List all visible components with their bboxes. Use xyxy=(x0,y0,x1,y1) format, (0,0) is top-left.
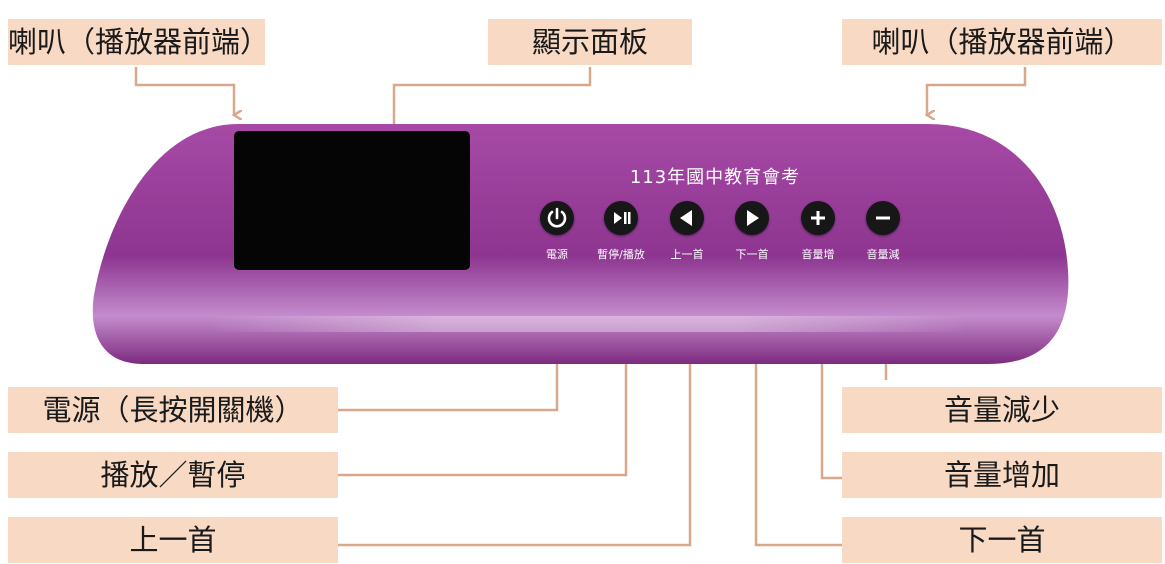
device-brand-text: 113年國中教育會考 xyxy=(629,167,801,188)
previous-icon xyxy=(680,210,692,226)
volume-down-label: 音量減少 xyxy=(842,387,1162,433)
volume-up-button-caption: 音量增 xyxy=(801,248,835,261)
volume-up-button[interactable] xyxy=(801,201,835,235)
play-pause-icon xyxy=(614,212,631,224)
power-icon xyxy=(547,207,567,228)
speaker-right-label: 喇叭（播放器前端） xyxy=(842,19,1162,65)
plus-icon xyxy=(811,211,825,225)
power-label: 電源（長按開關機） xyxy=(8,387,338,433)
play-pause-button[interactable] xyxy=(604,201,638,235)
minus-icon xyxy=(876,216,890,220)
power-button-caption: 電源 xyxy=(546,248,568,261)
next-connector xyxy=(756,278,842,547)
play-pause-button-caption: 暫停/播放 xyxy=(597,248,645,261)
speaker-right-connector xyxy=(927,67,1027,115)
display-label: 顯示面板 xyxy=(488,19,692,65)
next-button-caption: 下一首 xyxy=(735,248,769,261)
power-button[interactable] xyxy=(540,201,574,235)
speaker-left-connector xyxy=(134,67,234,115)
next-label: 下一首 xyxy=(842,517,1162,563)
previous-label: 上一首 xyxy=(8,517,338,563)
volume-up-label: 音量增加 xyxy=(842,452,1162,498)
next-icon xyxy=(747,210,759,226)
volume-down-button[interactable] xyxy=(866,201,900,235)
next-button[interactable] xyxy=(735,201,769,235)
previous-button[interactable] xyxy=(670,201,704,235)
speaker-left-label: 喇叭（播放器前端） xyxy=(8,19,269,65)
display-screen xyxy=(234,131,470,270)
volume-down-button-caption: 音量減 xyxy=(866,248,900,261)
previous-button-caption: 上一首 xyxy=(670,248,704,261)
previous-connector xyxy=(338,278,690,547)
play-pause-label: 播放／暫停 xyxy=(8,452,338,498)
